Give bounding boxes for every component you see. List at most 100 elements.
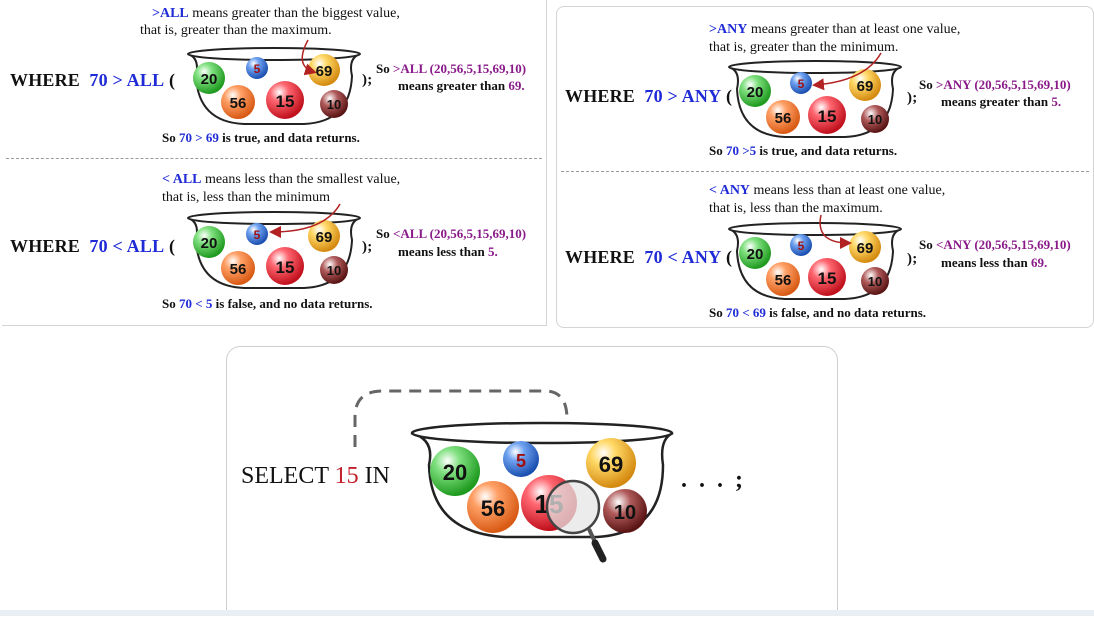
any-less-means: means less than 69. [941,255,1047,270]
means-text: means less than [398,244,488,259]
all-greater-means: means greater than 69. [398,78,525,93]
ball-10: 10 [603,489,647,533]
svg-text:56: 56 [230,261,247,278]
svg-text:56: 56 [775,110,792,127]
svg-text:20: 20 [747,84,764,101]
svg-text:69: 69 [316,63,333,80]
svg-text:56: 56 [230,95,247,112]
any-less-note-line2: that is, less than the maximum. [709,201,883,216]
ball-10: 10 [861,105,889,133]
any-greater-where: WHERE 70 > ANY ( [565,86,733,106]
page-footer-bar [0,610,1094,616]
all-less-so: So <ALL (20,56,5,15,69,10) [376,226,526,241]
svg-text:56: 56 [775,272,792,289]
where-keyword: WHERE [565,247,636,267]
result-suffix: is true, and data returns. [756,143,898,158]
ball-56: 56 [766,262,800,296]
any-less-where: WHERE 70 < ANY ( [565,247,733,267]
any-less-result-expression: 70 < 69 [725,305,766,320]
any-greater-close-paren: ); [907,90,918,106]
svg-text:69: 69 [316,229,333,246]
result-prefix: So [162,296,179,311]
svg-text:10: 10 [614,502,636,524]
all-less-note: < ALL means less than the smallest value… [162,172,400,187]
result-prefix: So [162,130,179,145]
all-greater-means-value: 69. [508,78,525,93]
ball-5: 5 [246,57,268,79]
svg-text:15: 15 [276,92,295,111]
all-greater-so: So >ALL (20,56,5,15,69,10) [376,61,526,76]
all-greater-result: So 70 > 69 is true, and data returns. [162,130,360,145]
all-comparison-panel: >ALL means greater than the biggest valu… [2,0,547,326]
svg-text:20: 20 [201,235,218,252]
open-paren: ( [726,247,733,267]
ball-69: 69 [849,231,881,263]
all-less-result-expression: 70 < 5 [178,296,213,311]
any-greater-means-value: 5. [1051,94,1062,109]
ball-56: 56 [221,85,255,119]
where-keyword: WHERE [10,70,81,90]
svg-text:69: 69 [599,452,623,477]
ball-5: 5 [790,234,812,256]
any-less-result: So 70 < 69 is false, and no data returns… [709,305,926,320]
any-greater-so: So >ANY (20,56,5,15,69,10) [919,77,1071,92]
svg-text:5: 5 [254,62,261,76]
any-less-note-op: < ANY [709,183,751,198]
section-divider [561,171,1089,172]
svg-text:15: 15 [276,258,295,277]
svg-text:69: 69 [857,240,874,257]
any-greater-bowl: 20 5 69 56 15 10 [728,52,902,138]
ball-15: 15 [266,81,304,119]
any-less-expression: 70 < ANY [644,247,722,267]
svg-text:20: 20 [201,71,218,88]
in-keyword: IN [358,463,390,489]
any-greater-note-line1: means greater than at least one value, [747,22,961,37]
all-greater-result-expression: 70 > 69 [178,130,219,145]
ball-56: 56 [467,481,519,533]
all-less-so-expression: <ALL (20,56,5,15,69,10) [392,226,527,241]
all-greater-note-line1: means greater than the biggest value, [188,6,400,21]
any-greater-expression: 70 > ANY [644,86,722,106]
ball-10: 10 [320,90,348,118]
all-less-result: So 70 < 5 is false, and no data returns. [162,296,373,311]
all-less-bowl: 20 5 69 56 15 10 [187,203,361,289]
search-value: 15 [334,463,359,489]
svg-text:5: 5 [254,228,261,242]
open-paren: ( [169,236,176,256]
all-less-means: means less than 5. [398,244,498,259]
all-greater-expression: 70 > ALL [89,70,165,90]
means-text: means greater than [398,78,509,93]
ball-5: 5 [790,72,812,94]
any-less-bowl: 20 5 69 56 15 10 [728,214,902,300]
ball-20: 20 [193,226,225,258]
any-greater-result-expression: 70 >5 [725,143,757,158]
svg-text:20: 20 [443,460,467,485]
ball-20: 20 [193,62,225,94]
all-greater-close-paren: ); [362,72,373,88]
ball-10: 10 [320,256,348,284]
result-prefix: So [709,305,726,320]
result-suffix: is true, and data returns. [218,130,360,145]
statement-ellipsis: . . . ; [681,467,746,493]
pointer-arrow [819,214,852,249]
any-less-note: < ANY means less than at least one value… [709,183,945,198]
any-less-so-expression: <ANY (20,56,5,15,69,10) [935,237,1071,252]
svg-text:20: 20 [747,246,764,263]
open-paren: ( [169,70,176,90]
svg-text:15: 15 [818,107,837,126]
ball-20: 20 [739,75,771,107]
pointer-arrow [812,52,882,91]
result-suffix: is false, and no data returns. [765,305,927,320]
any-less-means-value: 69. [1030,255,1048,270]
all-greater-note-line2: that is, greater than the maximum. [140,23,332,38]
ball-69: 69 [586,438,636,488]
open-paren: ( [726,86,733,106]
any-greater-note: >ANY means greater than at least one val… [709,22,960,37]
all-greater-bowl: 20 5 69 56 15 10 [187,39,361,125]
all-greater-note-op: >ALL [152,6,189,21]
ball-69: 69 [308,54,340,86]
svg-text:10: 10 [868,274,882,289]
all-less-note-line1: means less than the smallest value, [201,172,401,187]
svg-text:56: 56 [481,496,505,521]
svg-text:5: 5 [516,451,526,471]
